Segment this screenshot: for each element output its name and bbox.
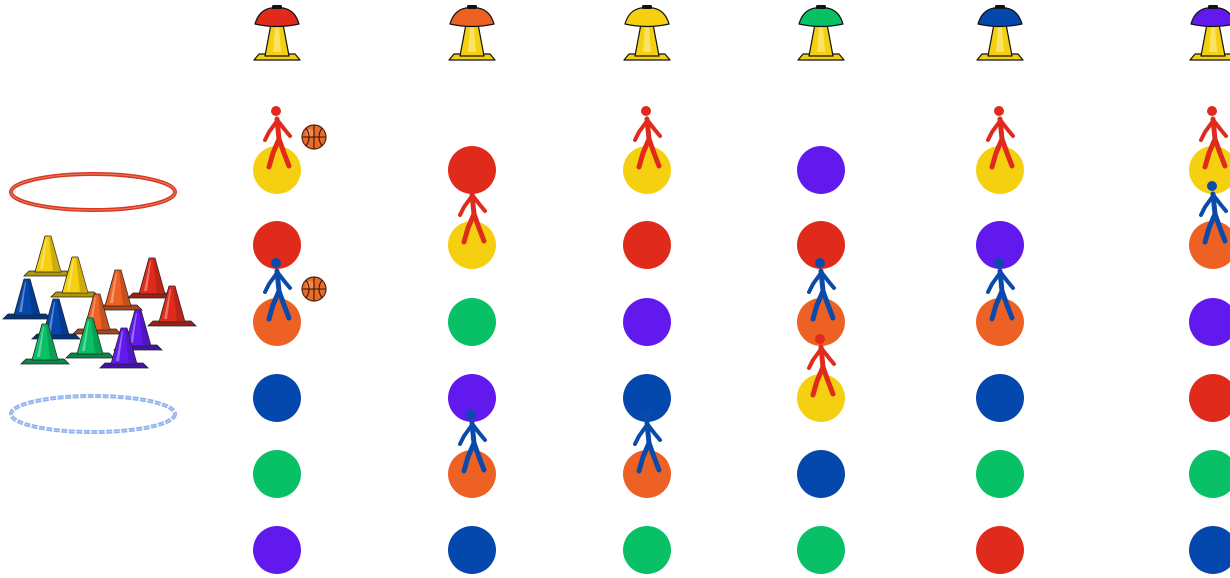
spot-yellow — [448, 221, 496, 269]
lane-1 — [253, 5, 326, 574]
spot-yellow — [253, 146, 301, 194]
equipment-area — [3, 174, 196, 432]
spot-green — [623, 526, 671, 574]
pile-cone-blue — [3, 279, 51, 319]
spot-green — [253, 450, 301, 498]
marker-cap — [799, 8, 843, 27]
spot-green — [797, 526, 845, 574]
top-marker-cone — [254, 5, 300, 60]
spot-red — [976, 526, 1024, 574]
top-marker-cone — [798, 5, 844, 60]
spot-blue — [976, 374, 1024, 422]
spot-purple — [1189, 298, 1230, 346]
spot-yellow — [623, 146, 671, 194]
spot-red — [1189, 374, 1230, 422]
spot-purple — [253, 526, 301, 574]
lane-6 — [1189, 5, 1230, 574]
spot-orange — [253, 298, 301, 346]
spot-orange — [448, 450, 496, 498]
lane-4 — [797, 5, 845, 574]
spot-orange — [623, 450, 671, 498]
marker-cap — [255, 8, 299, 27]
marker-cap — [625, 8, 669, 27]
basketball — [302, 277, 326, 301]
top-marker-cone — [1190, 5, 1230, 60]
spot-purple — [797, 146, 845, 194]
spot-orange — [976, 298, 1024, 346]
hoop-red — [11, 174, 175, 210]
lanes — [253, 5, 1230, 574]
spot-green — [976, 450, 1024, 498]
pile-cone-yellow — [24, 236, 72, 276]
marker-cap — [978, 8, 1022, 27]
lane-5 — [976, 5, 1024, 574]
spot-yellow — [797, 374, 845, 422]
spot-red — [623, 221, 671, 269]
spot-green — [448, 298, 496, 346]
spot-blue — [1189, 526, 1230, 574]
lane-2 — [448, 5, 496, 574]
marker-cap — [450, 8, 494, 27]
lane-3 — [623, 5, 671, 574]
spot-green — [1189, 450, 1230, 498]
top-marker-cone — [977, 5, 1023, 60]
spot-blue — [253, 374, 301, 422]
basketball — [302, 125, 326, 149]
spot-blue — [797, 450, 845, 498]
spot-yellow — [976, 146, 1024, 194]
marker-cap — [1191, 8, 1230, 27]
spot-purple — [623, 298, 671, 346]
hoop-blue — [11, 396, 175, 432]
spot-blue — [448, 526, 496, 574]
top-marker-cone — [624, 5, 670, 60]
top-marker-cone — [449, 5, 495, 60]
